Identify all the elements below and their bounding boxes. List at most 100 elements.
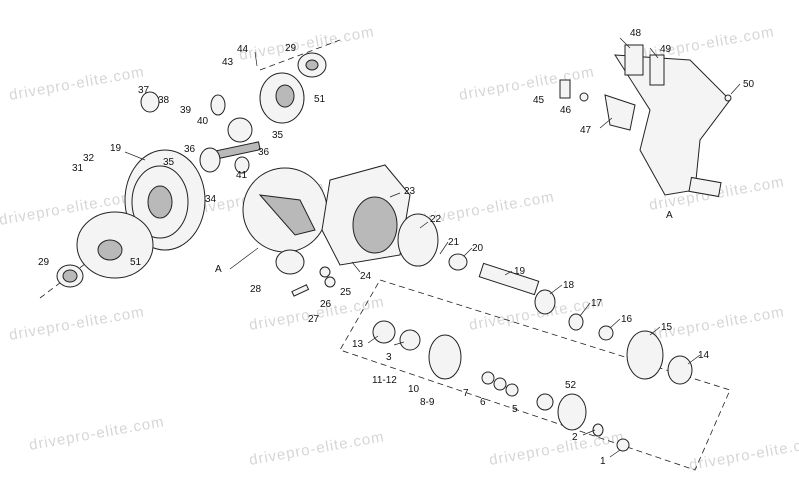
callout-49: 49: [660, 44, 672, 55]
pinion-assembly-box: [339, 279, 731, 471]
leader: [367, 335, 379, 344]
callout-20: 20: [472, 243, 484, 254]
pinion-gear: [234, 156, 250, 174]
spacer: [568, 313, 584, 331]
ring-gear-bore: [147, 185, 173, 219]
callout-11-12: 11-12: [372, 375, 397, 386]
leader: [254, 51, 258, 67]
watermark: drivepro-elite.com: [28, 413, 166, 454]
callout-39: 39: [180, 105, 192, 116]
washer-24: [319, 266, 331, 278]
leader: [619, 37, 631, 49]
leader: [649, 326, 661, 336]
callout-46: 46: [560, 105, 572, 116]
watermark: drivepro-elite.com: [8, 63, 146, 104]
callout-1: 1: [600, 456, 606, 467]
callout-48: 48: [630, 28, 642, 39]
leader: [649, 47, 659, 59]
callout-29-upper: 29: [285, 43, 297, 54]
callout-35: 35: [163, 157, 175, 168]
watermark: drivepro-elite.com: [688, 433, 799, 474]
callout-16: 16: [621, 314, 633, 325]
callout-47: 47: [580, 125, 592, 136]
callout-36: 36: [184, 144, 196, 155]
leader: [609, 449, 621, 458]
leader: [463, 247, 473, 257]
callout-7: 7: [463, 388, 469, 399]
callout-5: 5: [512, 404, 518, 415]
callout-8-9: 8-9: [420, 397, 435, 408]
leader: [549, 284, 563, 295]
leader: [687, 354, 701, 365]
callout-36-right: 36: [258, 147, 270, 158]
watermark: drivepro-elite.com: [8, 303, 146, 344]
callout-2: 2: [572, 432, 578, 443]
snap-ring: [493, 377, 507, 391]
callout-17: 17: [591, 298, 603, 309]
callout-18: 18: [563, 280, 575, 291]
leader-lines: [124, 37, 741, 458]
bracket-assembly: [559, 44, 732, 198]
callout-13: 13: [352, 339, 364, 350]
snap-ring: [481, 371, 495, 385]
callout-35-upper: 35: [272, 130, 284, 141]
leader: [582, 429, 596, 436]
callout-15: 15: [661, 322, 673, 333]
seal-28: [275, 249, 305, 275]
callout-32: 32: [83, 153, 95, 164]
pin: [291, 284, 310, 297]
gasket: [397, 213, 439, 267]
fitting-50: [724, 94, 732, 102]
callout-41: 41: [236, 170, 248, 181]
pinion-shaft: [478, 262, 540, 296]
leader: [609, 318, 621, 329]
nut-25: [324, 276, 336, 288]
callout-51-upper: 51: [314, 94, 326, 105]
callout-37: 37: [138, 85, 150, 96]
bushing-48: [624, 44, 644, 76]
o-ring: [598, 325, 614, 341]
bearing-cone: [534, 289, 556, 315]
washer: [592, 423, 604, 437]
pinion-bearing: [667, 355, 693, 385]
pinion-gear: [199, 147, 221, 173]
washer: [536, 393, 554, 411]
callout-10: 10: [408, 384, 420, 395]
callout-23: 23: [404, 186, 416, 197]
callout-51: 51: [130, 257, 142, 268]
callout-22: 22: [430, 214, 442, 225]
detail-bracket: [258, 194, 316, 236]
callout-52: 52: [565, 380, 577, 391]
leader: [351, 261, 361, 273]
callout-25: 25: [340, 287, 352, 298]
bracket-view-label: A: [666, 210, 673, 221]
differential-case-half: [76, 211, 154, 279]
seal: [399, 329, 421, 351]
leader: [229, 247, 259, 270]
leader: [419, 221, 429, 229]
side-gear: [227, 117, 253, 143]
callout-21: 21: [448, 237, 460, 248]
callout-29: 29: [38, 257, 50, 268]
callout-45: 45: [533, 95, 545, 106]
callout-38: 38: [158, 95, 170, 106]
callout-24: 24: [360, 271, 372, 282]
shim: [448, 253, 468, 271]
callout-28: 28: [250, 284, 262, 295]
detail-view-label: A: [215, 264, 222, 275]
plate-47: [604, 94, 636, 131]
pinion-gear: [140, 91, 160, 113]
case-hub: [97, 239, 123, 261]
bracket-body: [614, 54, 731, 196]
nut: [616, 438, 630, 452]
snap-ring: [505, 383, 519, 397]
callout-19: 19: [514, 266, 526, 277]
nut-46: [579, 92, 589, 102]
leader: [439, 241, 449, 255]
leader: [504, 270, 513, 276]
leader: [730, 83, 741, 95]
bolt-45: [559, 79, 571, 99]
case-upper-bore: [275, 84, 295, 108]
leader: [599, 117, 613, 129]
